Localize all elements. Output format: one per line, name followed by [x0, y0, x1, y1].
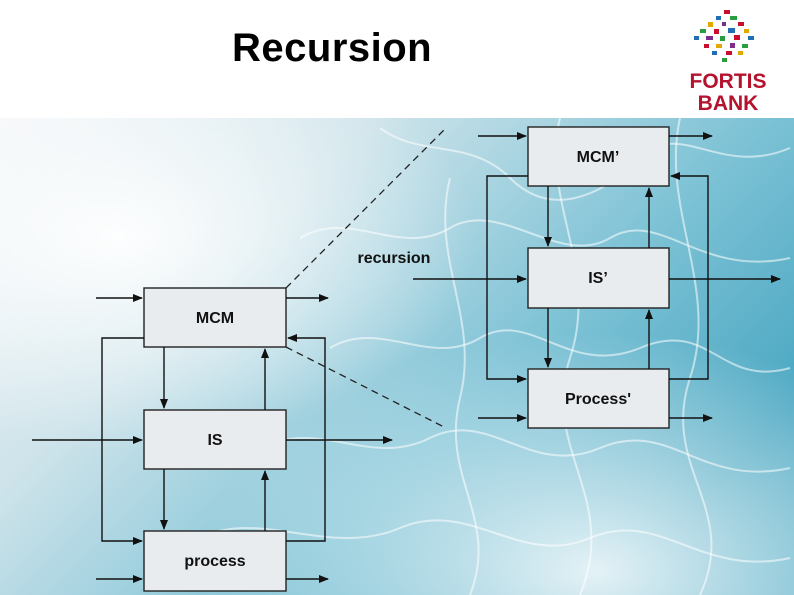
right-connections	[413, 132, 781, 422]
is-prime-box	[527, 247, 670, 309]
logo-mosaic	[694, 10, 754, 62]
logo-text-line2: BANK	[698, 92, 759, 115]
zoom-line-top	[285, 127, 447, 289]
mcm-box-label: MCM	[196, 310, 234, 327]
is-prime-box-label: IS’	[588, 270, 608, 287]
mcm-box	[143, 287, 287, 348]
process-box-label: process	[184, 553, 245, 570]
fortis-bank-logo: FORTIS BANK	[690, 10, 767, 115]
left-connections	[32, 294, 393, 583]
slide-title: Recursion	[232, 26, 433, 70]
zoom-line-bottom	[285, 346, 447, 429]
mcm-prime-box-label: MCM’	[577, 149, 620, 166]
mcm-prime-box	[527, 126, 670, 187]
process-box	[143, 530, 287, 592]
is-box-label: IS	[207, 432, 222, 449]
water-background	[0, 118, 794, 595]
process-prime-box-label: Process'	[565, 391, 631, 408]
logo-text-line1: FORTIS	[690, 70, 767, 93]
process-prime-box	[527, 368, 670, 429]
recursion-label: recursion	[358, 250, 431, 267]
